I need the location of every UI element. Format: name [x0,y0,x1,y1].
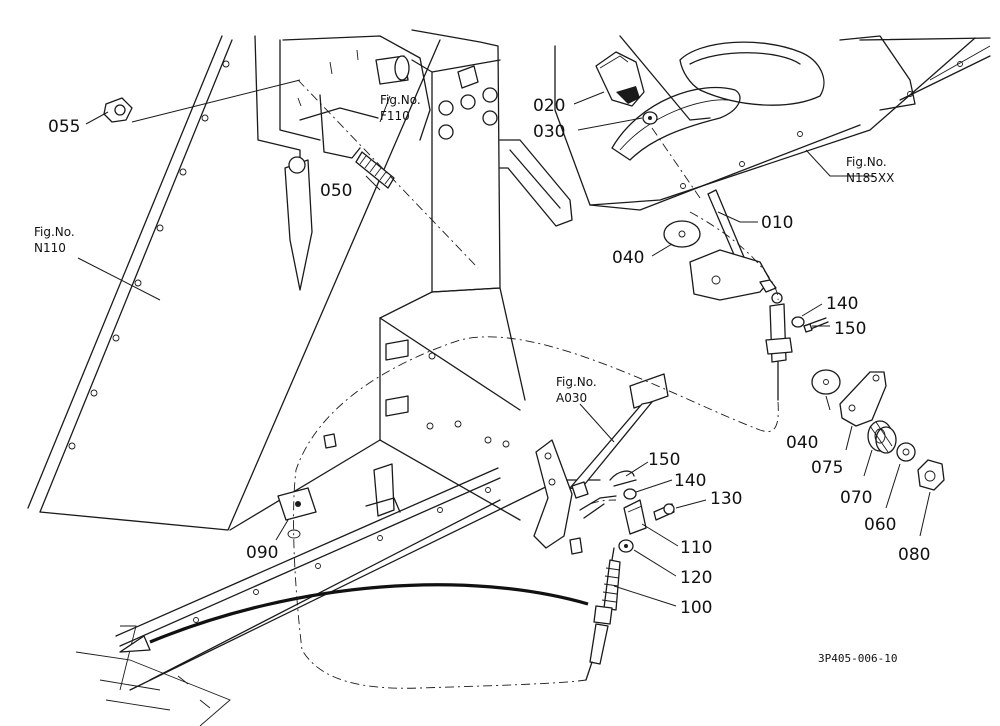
pedal-arm [533,373,669,555]
left-frame-plate [27,35,441,531]
label-130: 130 [710,489,742,509]
lower-clip-150 [609,470,637,487]
nut-055 [103,97,133,123]
clevis-110 [623,499,647,535]
phantom-lines [293,79,779,689]
spring-070 [867,420,897,454]
fig-a030-number: A030 [556,391,587,405]
lever-010 [689,189,777,301]
label-010: 010 [761,213,793,233]
fig-f110-title: Fig.No. [380,93,421,107]
label-050: 050 [320,181,352,201]
plate-090 [277,487,317,539]
label-040-lower: 040 [786,433,818,453]
label-075: 075 [811,458,843,478]
label-070: 070 [840,488,872,508]
fig-n110-number: N110 [34,241,66,255]
nut-120 [618,539,634,553]
upper-cable-end [765,292,829,401]
label-060: 060 [864,515,896,535]
lower-chassis [75,287,601,726]
washer-040-lower [811,369,841,395]
label-140-upper: 140 [826,294,858,314]
lower-washer-140 [623,488,637,500]
label-110: 110 [680,538,712,558]
fig-a030-title: Fig.No. [556,375,597,389]
washer-030 [642,111,658,125]
label-150-upper: 150 [834,319,866,339]
label-080: 080 [898,545,930,565]
label-100: 100 [680,598,712,618]
plate-075 [839,371,887,427]
fig-n110-title: Fig.No. [34,225,75,239]
label-020: 020 [533,96,565,116]
fig-n185-title: Fig.No. [846,155,887,169]
label-090: 090 [246,543,278,563]
label-030: 030 [533,122,565,142]
bolt-130 [653,503,675,521]
cable-100 [119,547,621,681]
label-040-upper: 040 [612,248,644,268]
fig-n185-number: N185XX [846,171,894,185]
drawing-code: 3P405-006-10 [818,652,897,665]
figure-references: Fig.No. F110 Fig.No. N185XX Fig.No. N110… [34,93,894,405]
label-120: 120 [680,568,712,588]
label-055: 055 [48,117,80,137]
leader-lines [77,79,931,607]
nut-080 [917,459,945,491]
label-140-lower: 140 [674,471,706,491]
washer-060 [896,442,916,462]
knob-020 [595,51,645,107]
fig-f110-number: F110 [380,109,410,123]
part-number-labels: 055 050 020 030 010 040 140 150 040 075 … [48,96,930,618]
washer-040-upper [663,220,701,248]
label-150-lower: 150 [648,450,680,470]
upper-bracket-assembly [254,29,573,293]
spring-050 [355,151,395,189]
